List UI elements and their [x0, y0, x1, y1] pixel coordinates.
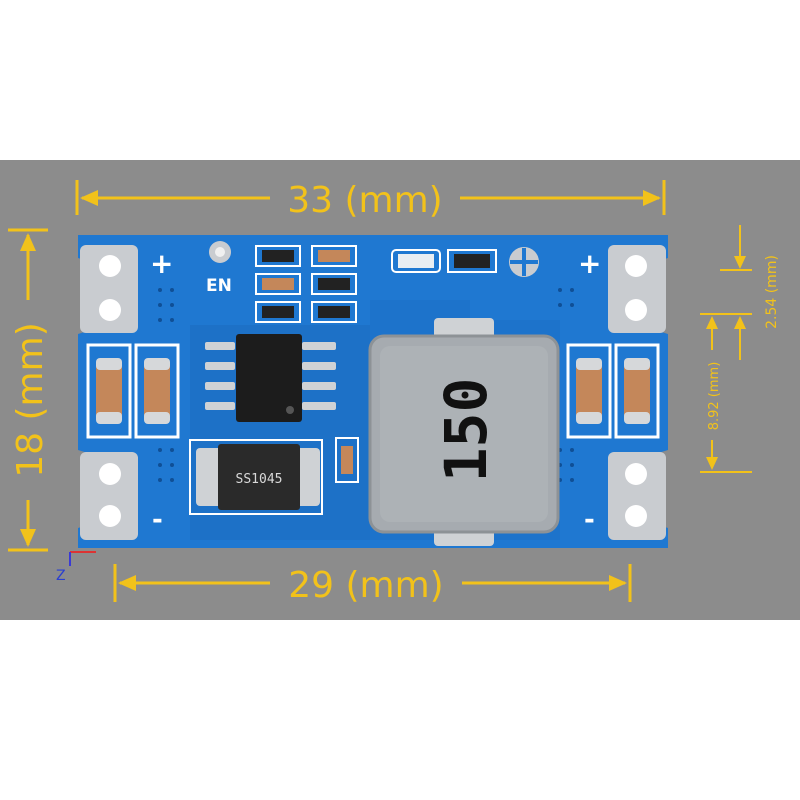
minus-right-label: - [584, 505, 595, 535]
schottky-diode [189, 439, 323, 515]
axis-label: Z [56, 568, 66, 584]
smd-components [255, 245, 539, 483]
right-header-pads [608, 245, 666, 540]
dimension-height-left: 18 (mm) [10, 322, 51, 477]
power-inductor [368, 318, 560, 546]
en-pad [209, 241, 231, 263]
dimension-width-top: 33 (mm) [287, 180, 442, 221]
inductor-marking: 150 [432, 378, 500, 483]
right-capacitors [566, 343, 660, 439]
en-label: EN [206, 276, 232, 296]
left-header-pads [80, 245, 138, 540]
plus-right-label: + [578, 247, 601, 280]
diode-marking: SS1045 [236, 472, 283, 487]
dimension-pad-span: 8.92 (mm) [707, 362, 722, 431]
minus-left-label: - [152, 505, 163, 535]
axis-marker [69, 551, 96, 566]
soic8-ic [205, 334, 336, 422]
dimension-width-bottom: 29 (mm) [288, 565, 443, 606]
dimension-pitch: 2.54 (mm) [764, 255, 780, 329]
plus-left-label: + [150, 247, 173, 280]
left-capacitors [86, 343, 180, 439]
dimension-lines [8, 180, 752, 602]
